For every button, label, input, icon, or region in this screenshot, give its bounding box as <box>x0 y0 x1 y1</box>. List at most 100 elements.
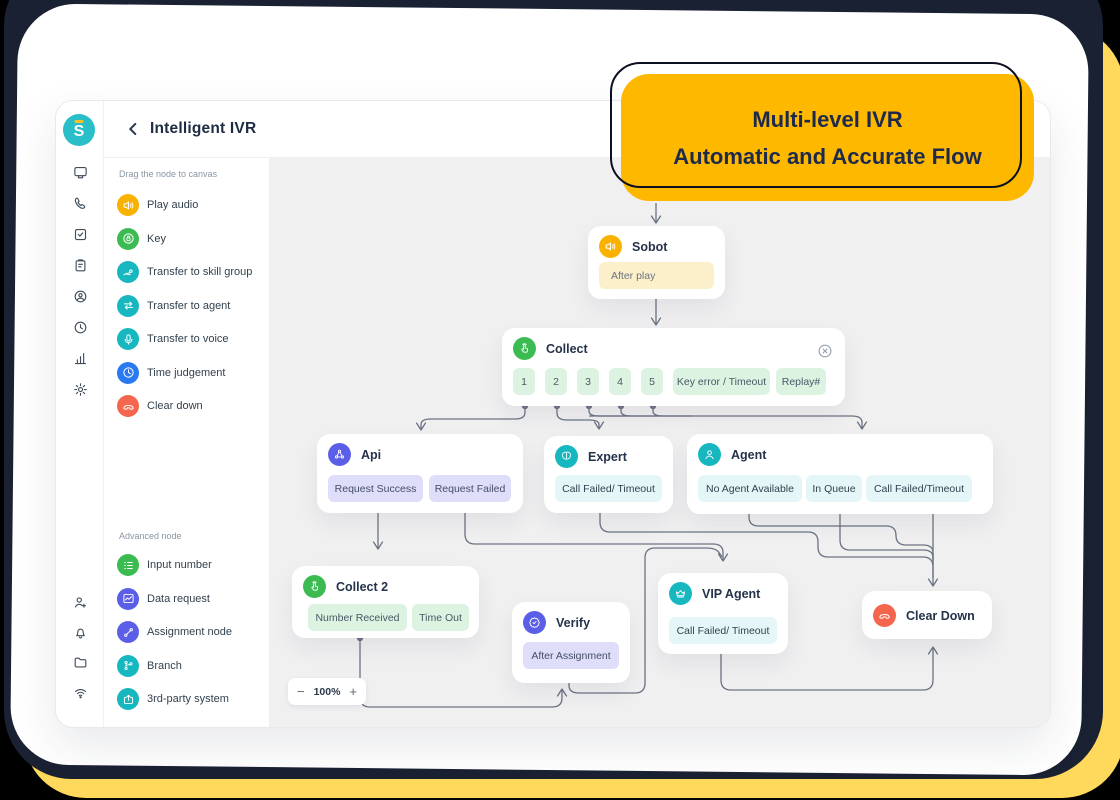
hangup-icon <box>879 613 890 619</box>
node-port-pill[interactable]: 4 <box>609 368 631 395</box>
node-header: Agent <box>698 443 766 466</box>
node-port-pill[interactable]: 3 <box>577 368 599 395</box>
node-header: Sobot <box>599 235 667 258</box>
microphone-icon <box>124 333 132 345</box>
palette-item-icon-circle <box>117 328 139 350</box>
speaker-icon <box>605 242 616 251</box>
zoom-out-button[interactable]: − <box>297 684 305 699</box>
swap-arrows-icon <box>123 301 133 310</box>
sobot-logo[interactable]: S <box>63 114 95 146</box>
palette-item-input-number[interactable]: Input number <box>117 554 212 576</box>
person-icon <box>705 450 714 460</box>
palette-item-label: Transfer to agent <box>147 299 231 312</box>
palette-item-icon-circle <box>117 194 139 216</box>
advanced-node-label: Advanced node <box>119 531 182 541</box>
palette-item-branch[interactable]: Branch <box>117 654 182 677</box>
node-icon-circle <box>523 611 546 634</box>
promo-banner: Multi-level IVR Automatic and Accurate F… <box>621 74 1034 201</box>
palette-item-label: Data request <box>147 592 210 605</box>
node-port-pill[interactable]: Call Failed/ Timeout <box>555 475 662 502</box>
back-button[interactable] <box>122 118 144 140</box>
palette-item-icon-circle <box>117 261 139 283</box>
check-square-icon[interactable] <box>73 227 88 242</box>
palette-item-assignment-node[interactable]: Assignment node <box>117 621 232 643</box>
node-icon-circle <box>303 575 326 598</box>
palette-item-label: 3rd-party system <box>147 693 229 705</box>
user-plus-icon[interactable] <box>73 595 88 610</box>
palette-item-label: Transfer to skill group <box>147 266 253 278</box>
node-icon-circle <box>599 235 622 258</box>
tap-icon <box>311 581 319 591</box>
phone-icon[interactable] <box>73 196 88 211</box>
monitor-icon[interactable] <box>73 165 88 180</box>
palette-hint: Drag the node to canvas <box>119 169 218 179</box>
node-port-pill[interactable]: Call Failed/Timeout <box>866 475 972 502</box>
palette-item-transfer-to-skill-group[interactable]: Transfer to skill group <box>117 261 252 283</box>
node-pill-row: Call Failed/ Timeout <box>669 617 777 644</box>
wifi-icon[interactable] <box>73 685 88 700</box>
palette-item-icon-circle <box>117 395 139 417</box>
node-header: Verify <box>523 611 590 634</box>
close-icon[interactable] <box>817 343 833 359</box>
palette-item-play-audio[interactable]: Play audio <box>117 194 198 216</box>
badge-check-icon <box>529 617 540 629</box>
palette-item-transfer-to-voice[interactable]: Transfer to voice <box>117 328 229 350</box>
node-port-pill[interactable]: Time Out <box>412 604 469 631</box>
branch-icon <box>123 660 133 671</box>
node-port-pill[interactable]: Call Failed/ Timeout <box>669 617 777 644</box>
palette-item-icon-circle <box>117 554 139 576</box>
clock-icon[interactable] <box>73 320 88 335</box>
node-port-pill[interactable]: No Agent Available <box>698 475 802 502</box>
palette-item-data-request[interactable]: Data request <box>117 587 210 610</box>
palette-item-icon-circle <box>117 621 139 643</box>
user-circle-icon[interactable] <box>73 289 88 304</box>
icon-rail: S <box>56 101 104 727</box>
palette-item-key[interactable]: Key <box>117 227 166 250</box>
bar-chart-icon[interactable] <box>73 351 88 366</box>
node-title: Sobot <box>632 239 668 254</box>
node-port-pill[interactable]: Request Failed <box>429 475 511 502</box>
node-header: Expert <box>555 445 627 468</box>
node-title: Clear Down <box>906 608 975 623</box>
node-port-pill[interactable]: 2 <box>545 368 567 395</box>
zoom-control: − 100% + <box>288 678 366 705</box>
zoom-in-button[interactable]: + <box>349 684 357 699</box>
hangup-icon <box>122 404 134 410</box>
palette-item-clear-down[interactable]: Clear down <box>117 395 203 417</box>
node-port-pill[interactable]: In Queue <box>806 475 862 502</box>
clipboard-icon[interactable] <box>73 258 88 273</box>
node-pill-row: Call Failed/ Timeout <box>555 475 662 502</box>
logo-accent <box>74 120 84 123</box>
bell-icon[interactable] <box>73 625 88 640</box>
node-port-pill[interactable]: 5 <box>641 368 663 395</box>
node-port-pill[interactable]: Key error / Timeout <box>673 368 770 395</box>
lock-circle-icon <box>122 233 134 244</box>
node-title: Collect 2 <box>336 579 389 594</box>
node-port-pill[interactable]: After Assignment <box>523 642 619 669</box>
node-port-pill[interactable]: After play <box>599 262 714 289</box>
node-icon-circle <box>873 604 896 627</box>
node-port-pill[interactable]: Replay# <box>776 368 826 395</box>
folder-icon[interactable] <box>73 655 88 670</box>
flow-node-cleardown[interactable]: Clear Down <box>862 591 992 639</box>
palette-item-label: Transfer to voice <box>147 333 229 345</box>
palette-item-transfer-to-agent[interactable]: Transfer to agent <box>117 294 231 317</box>
node-port-pill[interactable]: Number Received <box>308 604 407 631</box>
palette-item-label: Clear down <box>147 400 203 412</box>
palette-item-time-judgement[interactable]: Time judgement <box>117 361 225 384</box>
palette-item-3rd-party-system[interactable]: 3rd-party system <box>117 688 229 710</box>
node-port-pill[interactable]: Request Success <box>328 475 423 502</box>
node-port-pill[interactable]: 1 <box>513 368 535 395</box>
palette-item-label: Key <box>147 232 166 245</box>
gear-icon[interactable] <box>73 382 88 397</box>
